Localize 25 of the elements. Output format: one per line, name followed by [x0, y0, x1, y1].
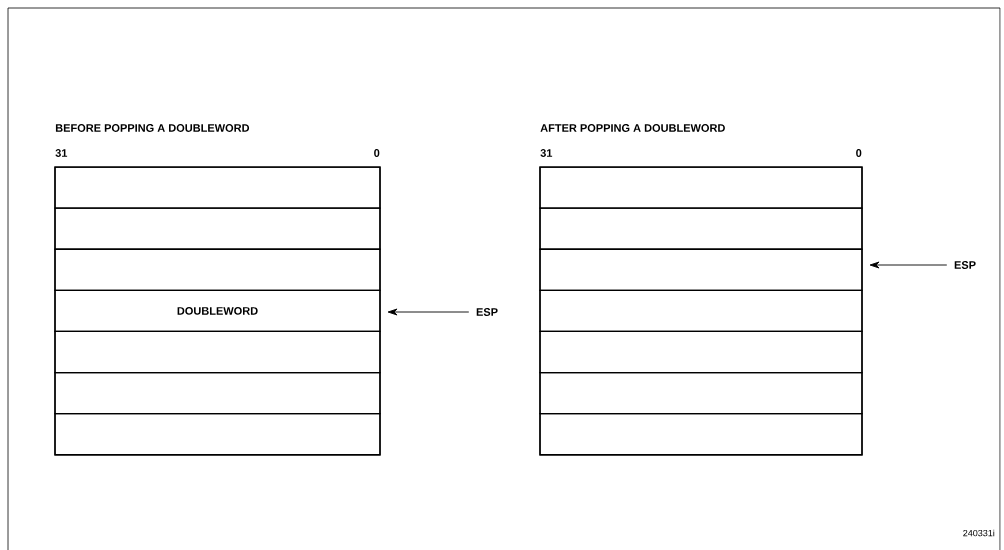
bit-number: 0: [856, 149, 862, 157]
bit-number: 0: [374, 149, 380, 157]
stack-row: [539, 248, 863, 291]
stack-row: [539, 207, 863, 250]
bit-number: 31: [55, 149, 68, 157]
pointer-label: ESP: [954, 261, 976, 269]
stack-row: [54, 207, 381, 250]
arrow: [387, 308, 470, 316]
stack-row: [539, 289, 863, 333]
stack-row: [54, 413, 381, 456]
stack-row: [539, 166, 863, 209]
stack-row: DOUBLEWORD: [54, 289, 381, 333]
arrow: [869, 261, 948, 269]
stack-row: [539, 413, 863, 456]
bit-number: 31: [540, 149, 553, 157]
stack-row: [539, 371, 863, 415]
pointer-label: ESP: [476, 308, 498, 316]
stack-row: [54, 166, 381, 209]
stack-row: [54, 371, 381, 415]
figure-number: 240331i: [963, 529, 995, 537]
stack-row: [54, 248, 381, 291]
stack-heading: AFTER POPPING A DOUBLEWORD: [540, 124, 725, 132]
stack-row: [539, 330, 863, 374]
stack-row: [54, 330, 381, 374]
stack-heading: BEFORE POPPING A DOUBLEWORD: [55, 124, 250, 132]
